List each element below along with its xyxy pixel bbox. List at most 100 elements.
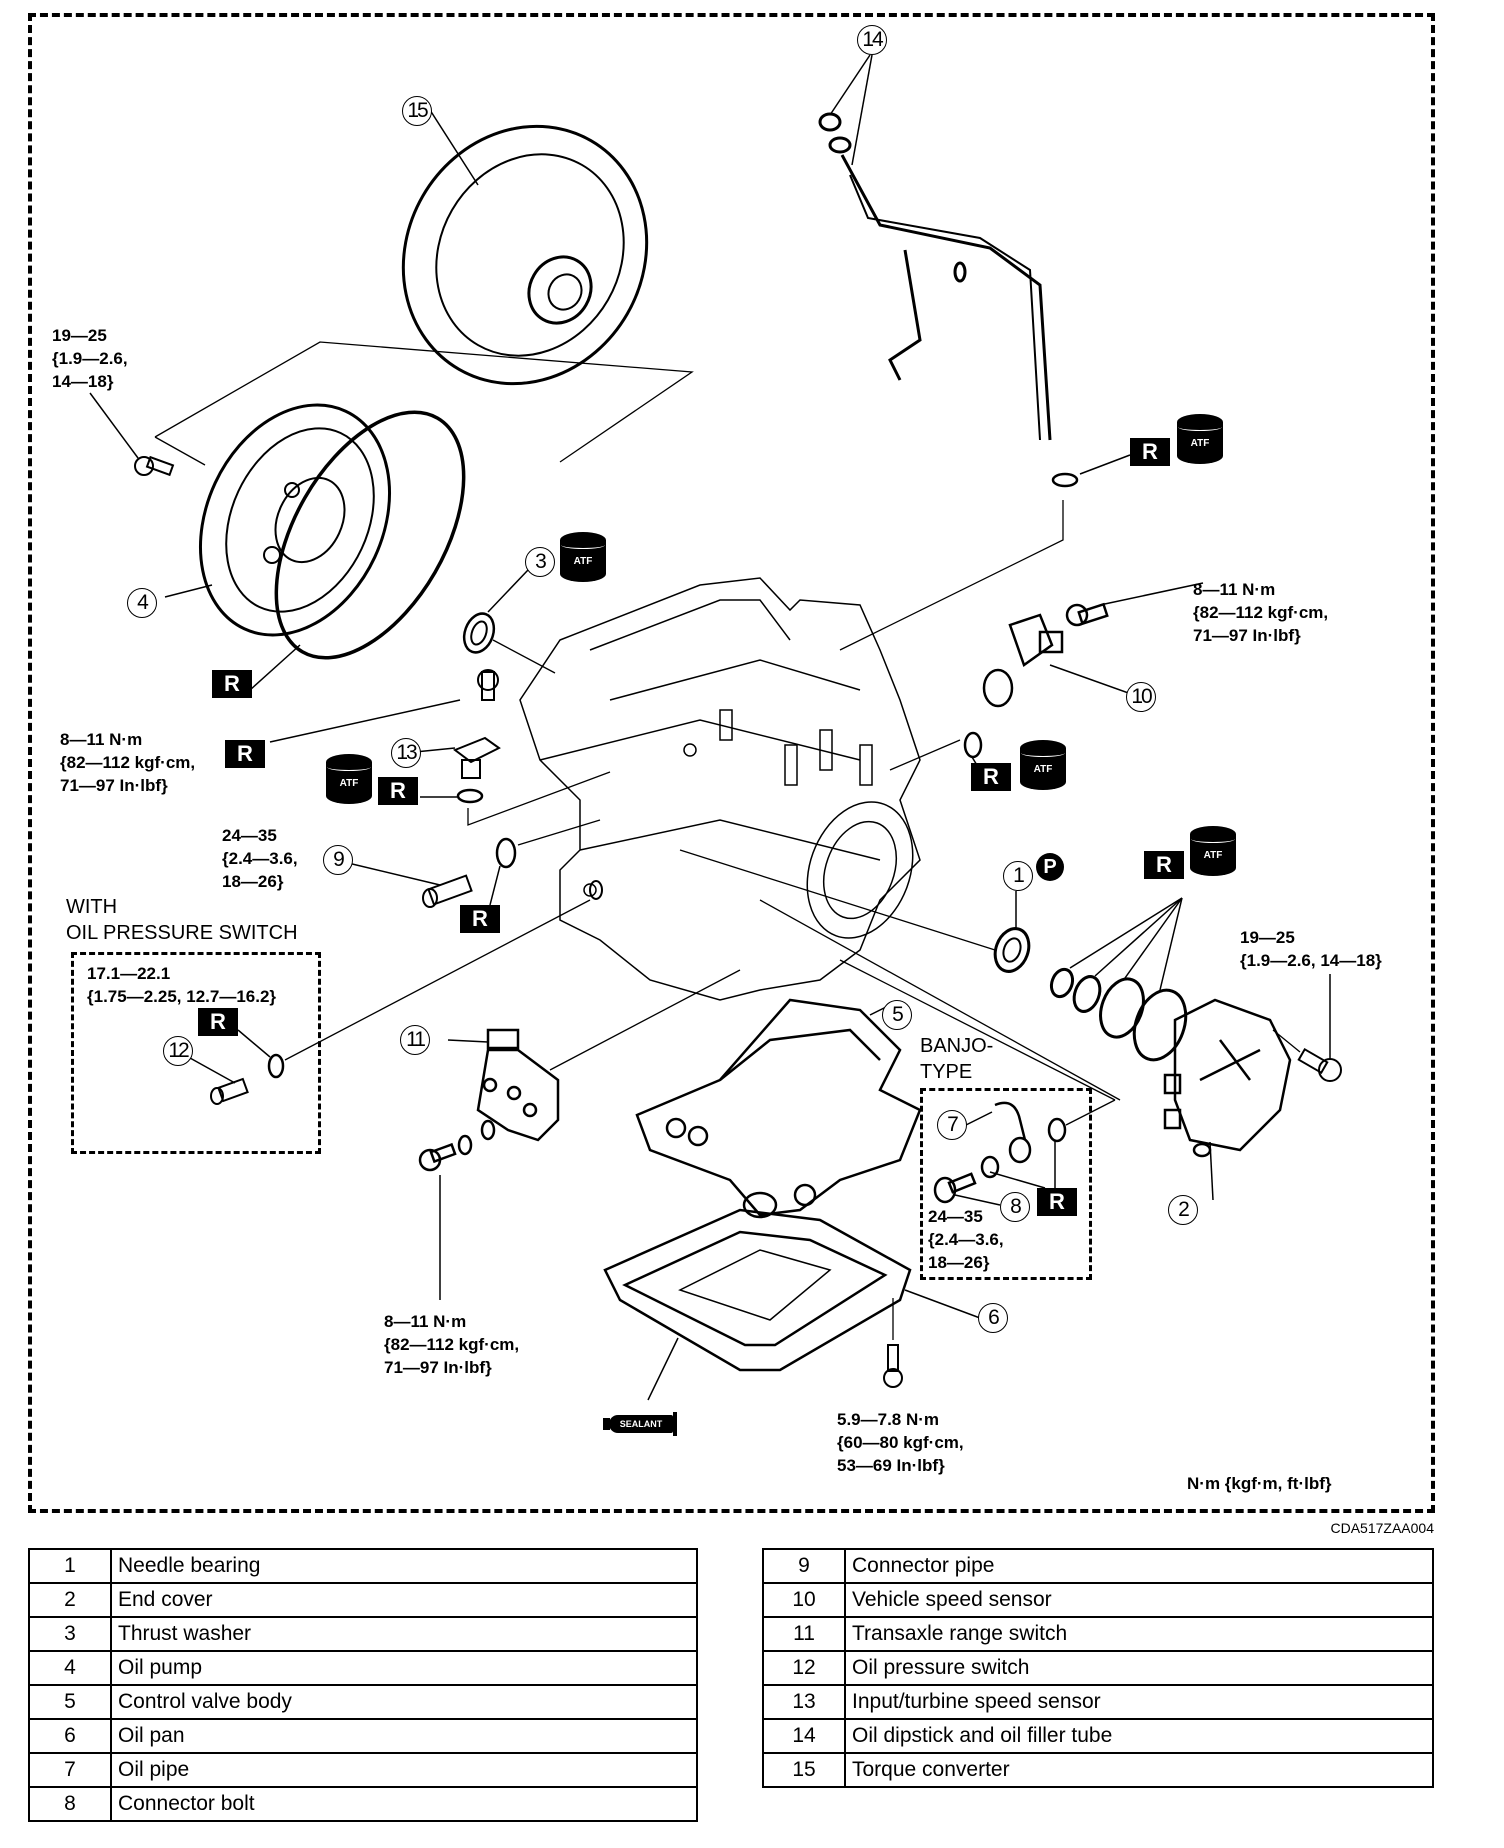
legend-part-name: Connector pipe [844, 1548, 1434, 1584]
legend-part-name: Oil pan [110, 1718, 698, 1754]
end-cover-bolt-drawing [1297, 1047, 1342, 1082]
replace-badge: R [378, 777, 418, 805]
callout-12: 12 [163, 1036, 193, 1066]
figure-code: CDA517ZAA004 [1330, 1520, 1434, 1536]
legend-part-number: 9 [762, 1548, 846, 1584]
legend-part-name: Needle bearing [110, 1548, 698, 1584]
torque-spec-vss-bolt: 8—11 N·m {82—112 kgf·cm, 71—97 In·lbf} [1193, 580, 1329, 645]
legend-part-number: 8 [28, 1786, 112, 1822]
leader-4 [164, 584, 213, 598]
callout-13: 13 [391, 738, 421, 768]
replace-badge: R [971, 763, 1011, 791]
legend-part-name: End cover [110, 1582, 698, 1618]
legend-part-name: Input/turbine speed sensor [844, 1684, 1434, 1720]
callout-11: 11 [400, 1025, 430, 1055]
caption-with-oil-pressure-switch: WITH OIL PRESSURE SWITCH [66, 896, 298, 944]
atf-fluid-icon: ATF [1020, 740, 1066, 796]
torque-spec-banjo-bolt: 24—35 {2.4—3.6, 18—26} [928, 1207, 1004, 1272]
line-art [89, 54, 1342, 1401]
legend-part-name: Oil pump [110, 1650, 698, 1686]
legend-part-number: 2 [28, 1582, 112, 1618]
pressure-switch-port-drawing [589, 880, 603, 900]
torque-spec-range-switch-bolt: 8—11 N·m {82—112 kgf·cm, 71—97 In·lbf} [384, 1312, 520, 1377]
torque-spec-connector-pipe: 24—35 {2.4—3.6, 18—26} [222, 826, 298, 891]
replace-badge: R [212, 670, 252, 698]
atf-fluid-icon: ATF [1190, 826, 1236, 882]
legend-part-number: 12 [762, 1650, 846, 1686]
callout-6: 6 [978, 1303, 1008, 1333]
leader-14b [851, 54, 873, 166]
legend-part-name: Connector bolt [110, 1786, 698, 1822]
callout-3: 3 [525, 547, 555, 577]
legend-part-number: 1 [28, 1548, 112, 1584]
legend-part-number: 3 [28, 1616, 112, 1652]
legend-part-name: Torque converter [844, 1752, 1434, 1788]
legend-part-number: 11 [762, 1616, 846, 1652]
torque-spec-end-cover-bolt: 19—25 {1.9—2.6, 14—18} [1240, 928, 1382, 970]
replace-badge: R [198, 1008, 238, 1036]
caption-banjo-type: BANJO- TYPE [920, 1035, 994, 1083]
callout-9: 9 [323, 845, 353, 875]
transaxle-case-drawing [519, 577, 921, 1001]
banjo-parts-drawing [933, 1101, 1067, 1204]
legend-part-number: 6 [28, 1718, 112, 1754]
oil-pressure-switch-box [71, 952, 321, 1154]
callout-10: 10 [1126, 682, 1156, 712]
diagram-frame [28, 13, 1435, 1513]
end-cover-drawing [1163, 998, 1292, 1158]
pump-bolt-drawing [134, 455, 175, 477]
legend-part-number: 13 [762, 1684, 846, 1720]
vehicle-speed-sensor-drawing [963, 602, 1109, 759]
petroleum-jelly-badge: P [1036, 853, 1064, 881]
turbine-sensor-drawing [452, 669, 501, 804]
leader-14a [829, 54, 871, 116]
oil-pressure-switch-drawing [210, 1053, 285, 1105]
replace-badge: R [1037, 1188, 1077, 1216]
end-cover-o-rings-drawing [1049, 967, 1188, 1062]
control-valve-body-drawing [635, 998, 922, 1219]
callout-7: 7 [937, 1110, 967, 1140]
legend-part-name: Transaxle range switch [844, 1616, 1434, 1652]
replace-badge: R [1130, 438, 1170, 466]
units-note: N·m {kgf·m, ft·lbf} [1187, 1474, 1332, 1493]
legend-part-name: Oil pressure switch [844, 1650, 1434, 1686]
legend-part-name: Control valve body [110, 1684, 698, 1720]
range-switch-bolt-drawing [418, 1119, 496, 1172]
o-ring-drawing [274, 410, 466, 660]
oil-pan-drawing [603, 1208, 912, 1372]
callout-1: 1 [1003, 861, 1033, 891]
replace-badge: R [1144, 851, 1184, 879]
atf-fluid-icon: ATF [560, 532, 606, 588]
banjo-type-box [920, 1088, 1092, 1280]
callout-15: 15 [402, 96, 432, 126]
legend-part-number: 14 [762, 1718, 846, 1754]
range-switch-drawing [476, 1028, 560, 1142]
legend-part-name: Oil pipe [110, 1752, 698, 1788]
legend-part-name: Thrust washer [110, 1616, 698, 1652]
leader-15 [429, 109, 479, 186]
torque-spec-pump-bolt: 19—25 {1.9—2.6, 14—18} [52, 326, 128, 391]
legend-part-number: 5 [28, 1684, 112, 1720]
dipstick-o-ring-drawing [1051, 472, 1079, 488]
needle-bearing-drawing [993, 927, 1031, 973]
legend-part-name: Vehicle speed sensor [844, 1582, 1434, 1618]
legend-part-name: Oil dipstick and oil filler tube [844, 1718, 1434, 1754]
callout-2: 2 [1168, 1195, 1198, 1225]
